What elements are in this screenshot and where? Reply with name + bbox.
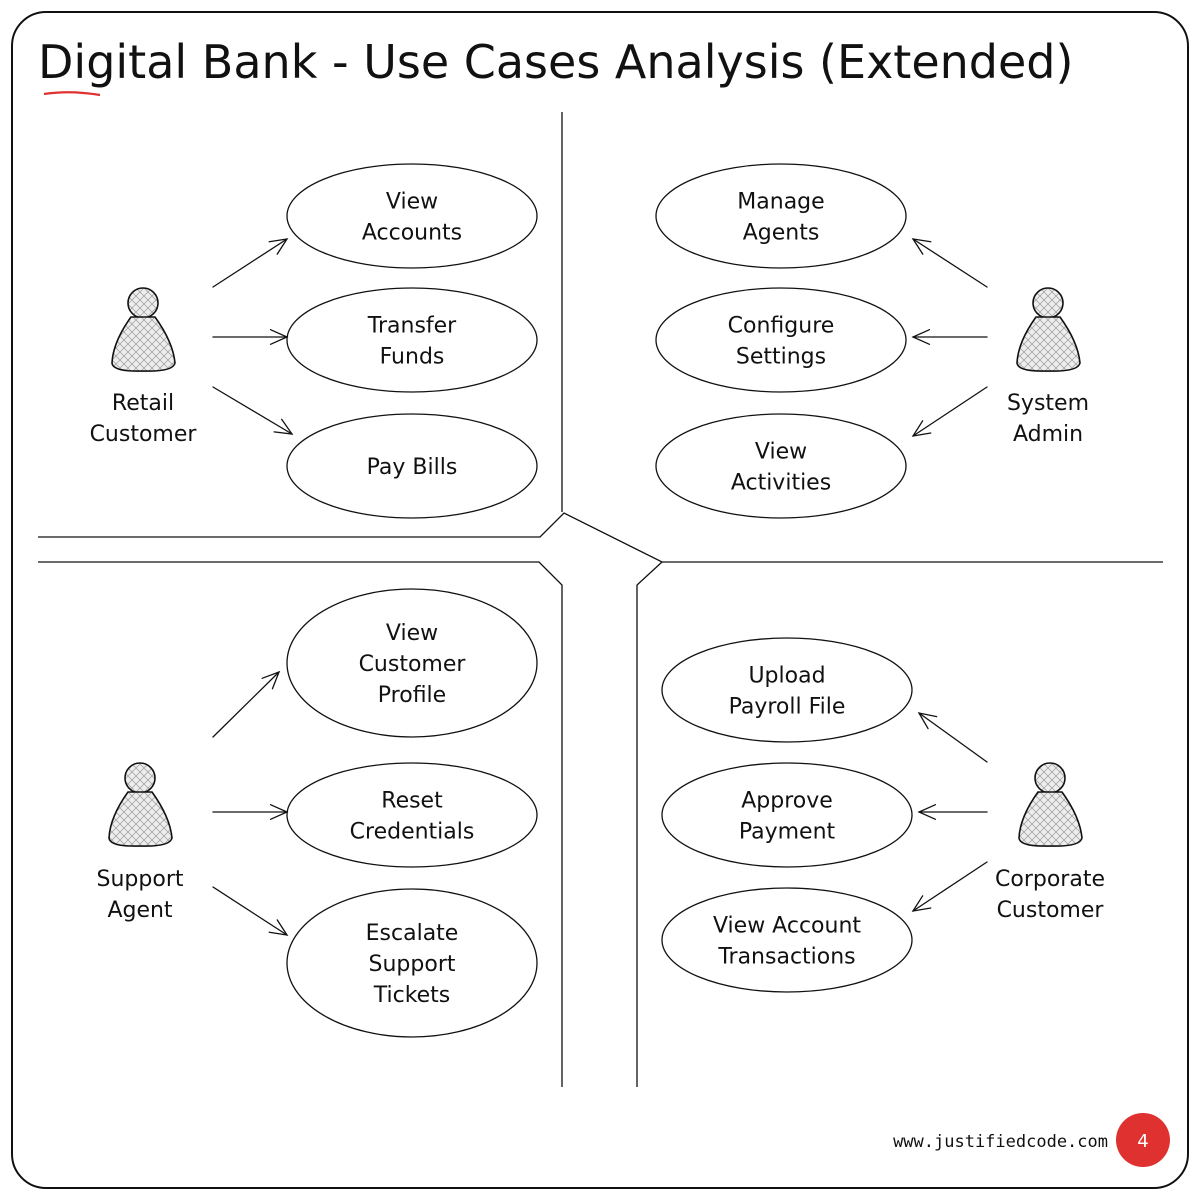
actor-label: Retail: [112, 391, 174, 416]
use-case-label: Configure: [728, 314, 835, 339]
footer-url[interactable]: www.justifiedcode.com: [893, 1132, 1108, 1152]
use-case-label: Profile: [378, 683, 446, 708]
use-case-ellipse: [655, 413, 907, 519]
use-case-ellipse: [286, 588, 538, 738]
page-frame: [11, 11, 1189, 1189]
use-case-label: Payroll File: [729, 695, 846, 720]
association-arrow: [212, 329, 289, 345]
use-case-label: View: [755, 440, 807, 465]
association-arrow: [212, 386, 294, 435]
association-arrow: [212, 804, 289, 820]
use-case-ellipse: [661, 887, 913, 993]
use-case-label: View: [386, 621, 438, 646]
diagram-title: Digital Bank - Use Cases Analysis (Exten…: [38, 35, 1073, 89]
use-case-label: Agents: [743, 221, 820, 246]
person-icon: [1016, 287, 1081, 372]
use-case-label: Customer: [359, 652, 467, 677]
use-case-label: Upload: [748, 664, 825, 689]
use-case-label: Credentials: [350, 820, 475, 845]
association-arrow: [212, 670, 281, 738]
page-number: 4: [1137, 1131, 1148, 1152]
use-case-ellipse: [286, 888, 538, 1038]
use-case-label: Manage: [737, 190, 824, 215]
actor-label: Corporate: [995, 867, 1105, 892]
use-case-ellipse: [655, 287, 907, 393]
arrow-layer: [212, 238, 988, 936]
association-arrow: [212, 238, 289, 288]
association-arrow: [911, 861, 988, 912]
use-case-ellipse: [661, 762, 913, 868]
actor-label: Agent: [107, 898, 172, 923]
use-case[interactable]: Pay Bills: [286, 413, 538, 519]
use-case-label: Activities: [731, 471, 831, 496]
association-arrow: [212, 886, 289, 936]
use-case-ellipse: [286, 762, 538, 868]
use-case-label: Payment: [739, 820, 836, 845]
association-arrow: [917, 804, 988, 820]
title-underline: [43, 91, 101, 97]
person-icon: [111, 287, 176, 372]
association-arrow: [911, 238, 988, 288]
use-case-ellipse: [286, 413, 538, 519]
actor-label: Support: [97, 867, 184, 892]
person-icon: [108, 762, 173, 847]
use-case-label: Approve: [741, 789, 833, 814]
use-case-label: View: [386, 190, 438, 215]
page-number-badge: [1116, 1113, 1170, 1167]
person-icon: [1018, 762, 1083, 847]
use-case-label: View Account: [713, 914, 861, 939]
use-case-label: Funds: [380, 345, 445, 370]
use-case-ellipse: [286, 163, 538, 269]
use-case-ellipse: [286, 287, 538, 393]
association-arrow: [911, 329, 988, 345]
quadrant-dividers: [38, 112, 1163, 1087]
use-case-label: Pay Bills: [367, 455, 458, 480]
use-case-label: Escalate: [366, 921, 459, 946]
use-case-label: Reset: [381, 789, 443, 814]
actor-label: System: [1007, 391, 1089, 416]
use-case-label: Tickets: [373, 983, 451, 1008]
actor-label: Customer: [90, 422, 198, 447]
association-arrow: [917, 712, 988, 763]
association-arrow: [911, 386, 988, 437]
use-case-ellipse: [661, 637, 913, 743]
actor-layer: RetailCustomerSystemAdminSupportAgentCor…: [90, 287, 1105, 923]
actor-label: Admin: [1013, 422, 1083, 447]
use-case-label: Settings: [736, 345, 826, 370]
use-case-label: Transfer: [367, 314, 457, 339]
use-case-label: Accounts: [362, 221, 462, 246]
actor-label: Customer: [997, 898, 1105, 923]
use-case-ellipse: [655, 163, 907, 269]
use-case-label: Transactions: [717, 945, 855, 970]
use-case-label: Support: [369, 952, 456, 977]
